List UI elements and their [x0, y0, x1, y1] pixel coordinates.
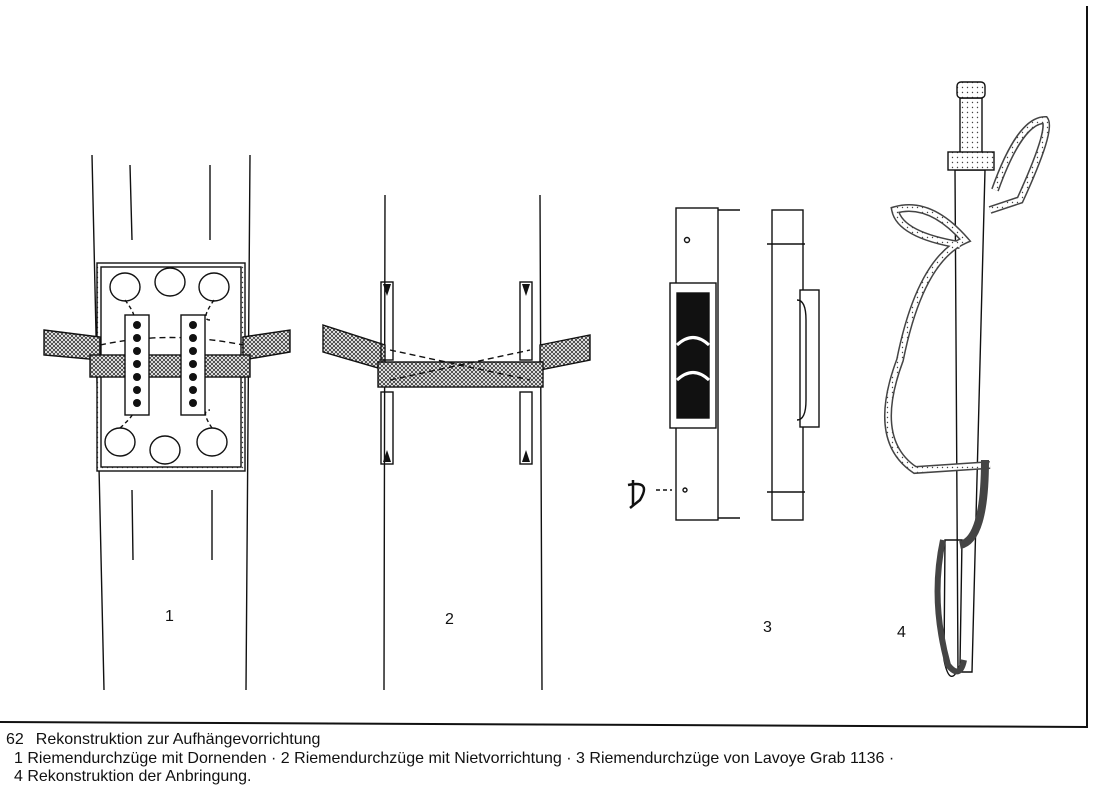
panel-label-1: 1 [165, 608, 174, 625]
figure-caption-title: 62 Rekonstruktion zur Aufhängevorrichtung [6, 731, 332, 749]
panel-1-strap-through-spikes [43, 154, 291, 691]
frame-border [0, 6, 1088, 729]
panel-4-sword-reconstruction [884, 81, 1051, 677]
caption-line-1: 1 Riemendurchzüge mit Dornenden · 2 Riem… [14, 750, 895, 767]
panel-label-3: 3 [763, 619, 772, 636]
caption-line-2: 4 Rekonstruktion der Anbringung. [14, 768, 252, 785]
figure-title: Rekonstruktion zur Aufhängevorrichtung [35, 731, 321, 748]
panel-2-strap-through-rivets [322, 194, 591, 691]
figure-number: 62 [6, 731, 24, 748]
panel-3-lavoye-strap [627, 207, 820, 521]
panel-label-2: 2 [445, 611, 454, 628]
panel-label-4: 4 [897, 624, 906, 641]
